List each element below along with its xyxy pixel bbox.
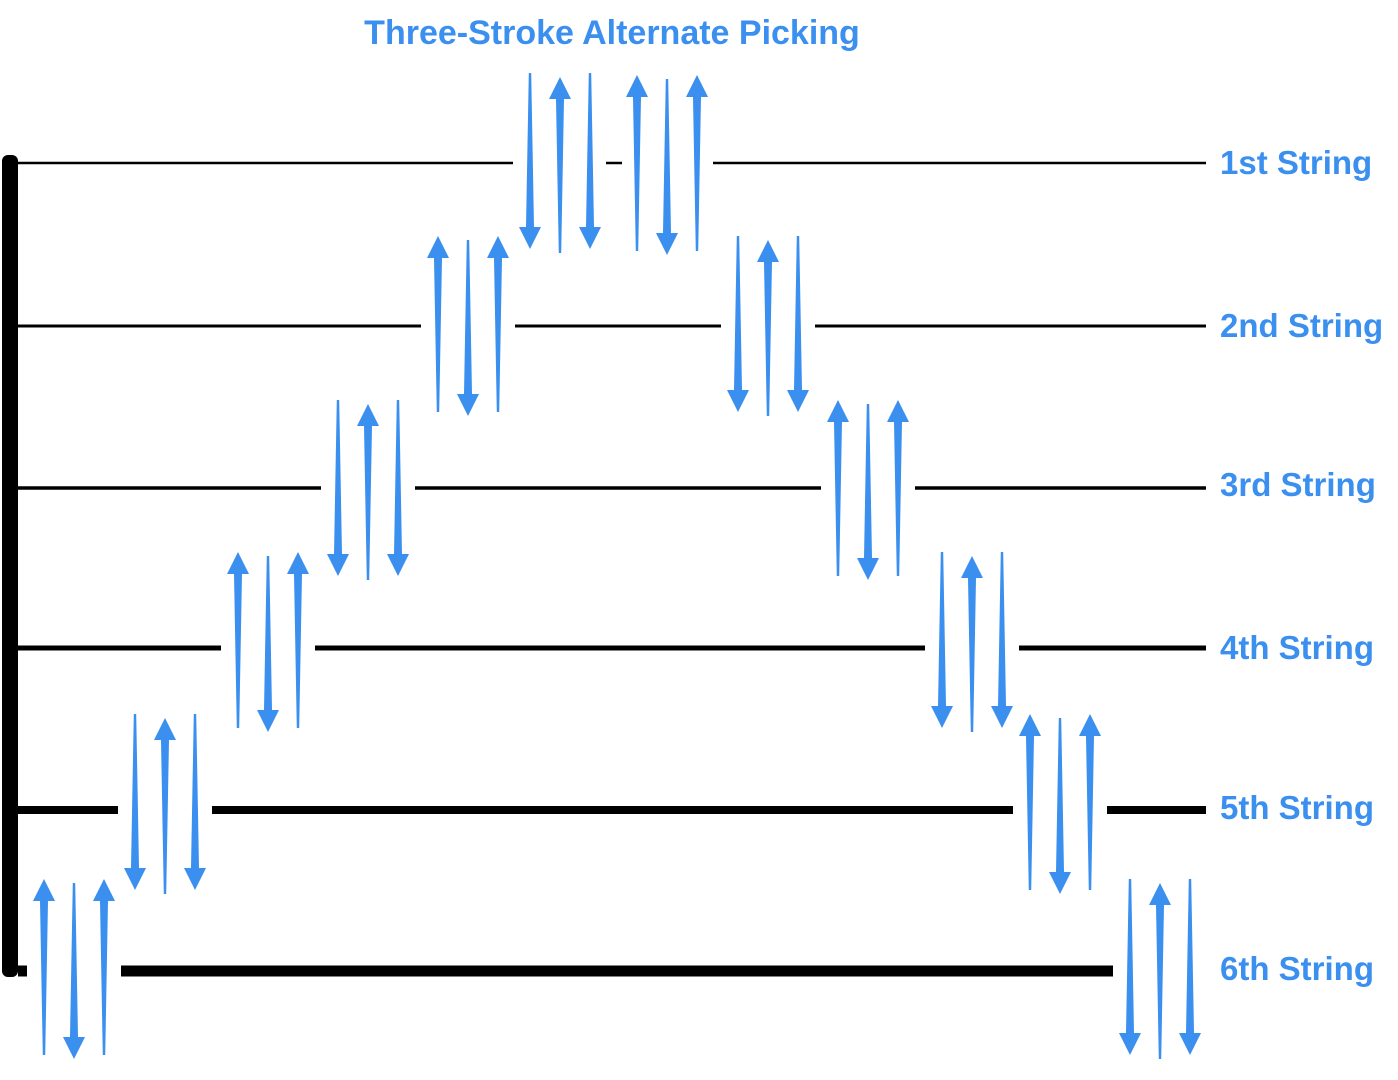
arrow-down-icon <box>787 236 809 412</box>
arrow-down-icon <box>457 240 479 416</box>
stroke-group-7 <box>626 75 708 255</box>
string-labels: 1st String 2nd String 3rd String 4th Str… <box>1220 144 1383 987</box>
stroke-group-5 <box>427 236 509 416</box>
arrow-up-icon <box>487 236 509 412</box>
arrow-up-icon <box>757 240 779 416</box>
arrow-down-icon <box>63 883 85 1059</box>
strings-layer <box>18 161 1206 977</box>
arrow-down-icon <box>1049 718 1071 894</box>
arrow-down-icon <box>257 556 279 732</box>
stroke-group-11 <box>1019 714 1101 894</box>
arrow-down-icon <box>1119 879 1141 1055</box>
arrow-up-icon <box>1149 883 1171 1059</box>
arrow-up-icon <box>1079 714 1101 890</box>
arrow-up-icon <box>227 552 249 728</box>
arrow-up-icon <box>961 556 983 732</box>
arrow-up-icon <box>93 879 115 1055</box>
arrow-up-icon <box>827 400 849 576</box>
arrow-down-icon <box>656 79 678 255</box>
arrow-down-icon <box>327 400 349 576</box>
arrow-up-icon <box>549 77 571 253</box>
stroke-group-12 <box>1119 879 1201 1059</box>
arrow-down-icon <box>931 552 953 728</box>
arrow-down-icon <box>387 400 409 576</box>
stroke-group-1 <box>33 879 115 1059</box>
arrow-down-icon <box>727 236 749 412</box>
string-label-1: 1st String <box>1220 144 1372 181</box>
arrow-up-icon <box>887 400 909 576</box>
arrow-up-icon <box>154 718 176 894</box>
string-label-2: 2nd String <box>1220 307 1383 344</box>
stroke-group-10 <box>931 552 1013 732</box>
stroke-group-6 <box>519 73 601 253</box>
nut-bar <box>2 155 18 977</box>
string-label-5: 5th String <box>1220 789 1374 826</box>
arrow-up-icon <box>427 236 449 412</box>
arrow-up-icon <box>626 75 648 251</box>
stroke-group-9 <box>827 400 909 580</box>
arrow-up-icon <box>1019 714 1041 890</box>
arrow-down-icon <box>1179 879 1201 1055</box>
arrow-up-icon <box>287 552 309 728</box>
arrow-down-icon <box>857 404 879 580</box>
string-label-4: 4th String <box>1220 629 1374 666</box>
arrow-down-icon <box>579 73 601 249</box>
stroke-group-3 <box>227 552 309 732</box>
arrow-down-icon <box>184 714 206 890</box>
stroke-arrows-layer <box>33 73 1201 1059</box>
arrow-down-icon <box>519 73 541 249</box>
arrow-up-icon <box>33 879 55 1055</box>
stroke-group-2 <box>124 714 206 894</box>
arrow-up-icon <box>686 75 708 251</box>
arrow-down-icon <box>124 714 146 890</box>
stroke-group-4 <box>327 400 409 580</box>
arrow-down-icon <box>991 552 1013 728</box>
string-label-3: 3rd String <box>1220 466 1376 503</box>
string-label-6: 6th String <box>1220 950 1374 987</box>
stroke-group-8 <box>727 236 809 416</box>
diagram-title: Three-Stroke Alternate Picking <box>364 14 860 52</box>
arrow-up-icon <box>357 404 379 580</box>
